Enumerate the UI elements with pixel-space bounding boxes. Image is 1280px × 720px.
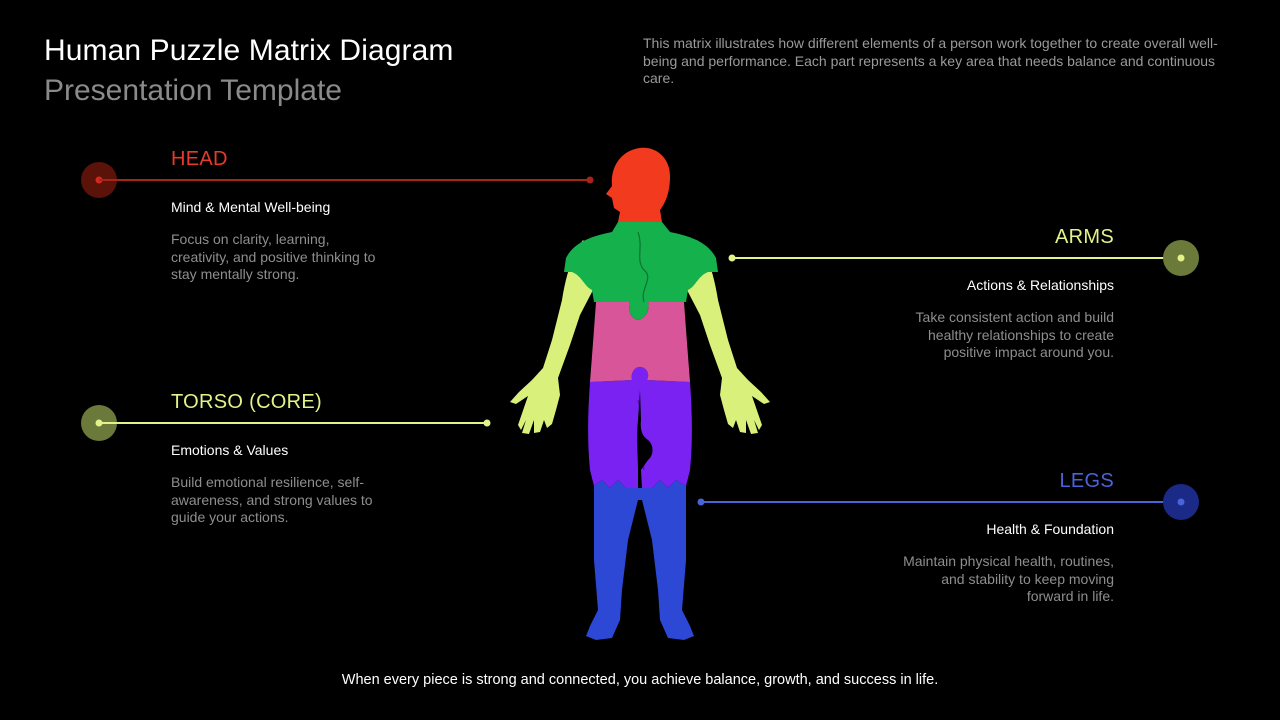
head-connector [81,162,594,198]
left-arm-piece [510,240,598,434]
torso-label: TORSO (CORE) [171,391,323,413]
arms-label: ARMS [1055,226,1114,248]
head-description: Focus on clarity, learning, creativity, … [171,231,376,282]
intro-text: This matrix illustrates how different el… [643,35,1218,86]
hips-piece [588,366,692,488]
page-title: Human Puzzle Matrix Diagram [44,34,454,67]
legs-connector [697,484,1199,520]
head-piece [606,147,670,222]
arms-subtitle: Actions & Relationships [966,277,1114,293]
legs-piece [586,480,694,640]
chest-piece [564,222,718,320]
right-arm-piece [682,240,770,434]
legs-subtitle: Health & Foundation [986,521,1114,537]
abdomen-piece [590,302,690,382]
head-subtitle: Mind & Mental Well-being [171,199,331,215]
arms-description: Take consistent action and build healthy… [915,309,1114,360]
torso-description: Build emotional resilience, self-awarene… [171,474,373,525]
human-figure [510,147,770,640]
legs-label: LEGS [1059,470,1114,492]
arms-connector [728,240,1199,276]
legs-description: Maintain physical health, routines, and … [903,553,1114,604]
torso-connector [81,405,491,441]
page-subtitle: Presentation Template [44,74,342,107]
footer-text: When every piece is strong and connected… [341,672,939,688]
head-label: HEAD [171,148,228,170]
torso-subtitle: Emotions & Values [171,442,289,458]
